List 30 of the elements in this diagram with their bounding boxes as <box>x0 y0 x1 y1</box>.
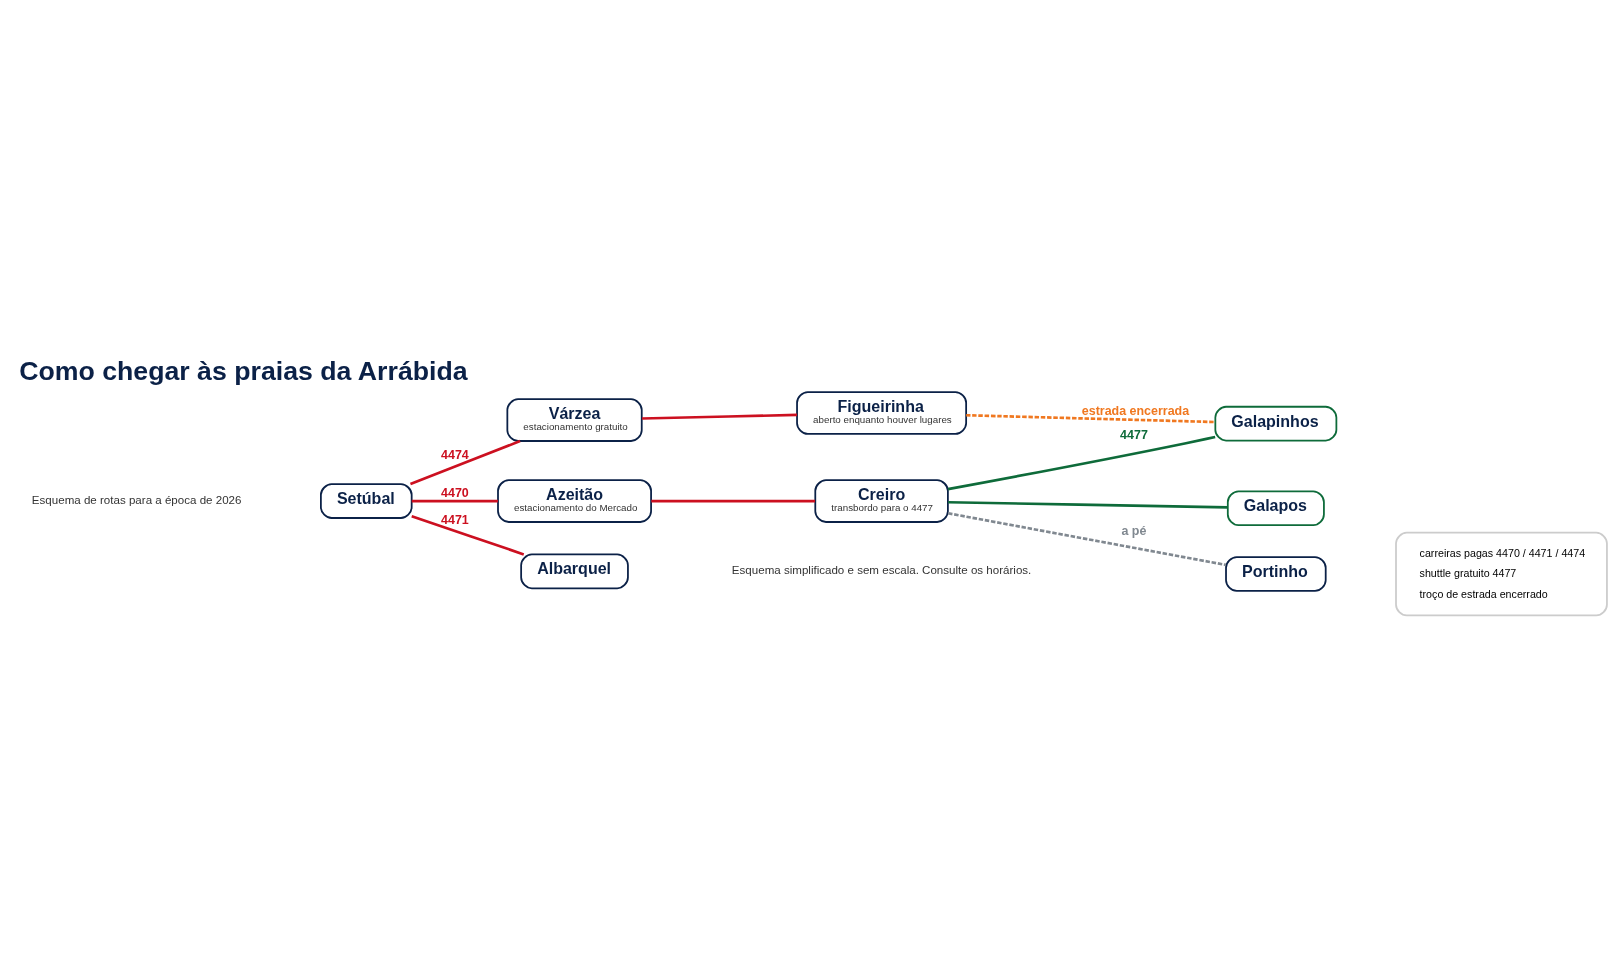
label: Esquema de rotas para a época de 2026 <box>31 494 242 507</box>
connector <box>651 499 816 503</box>
diagram-title: Como chegar às praias da Arrábida <box>19 355 468 386</box>
node-box: Galapinhos <box>1214 405 1338 442</box>
node-box: Figueirinha aberto enquanto houver lugares <box>796 391 968 435</box>
legend-label: carreiras pagas 4470 / 4471 / 4474 <box>1419 546 1586 559</box>
connector <box>642 413 798 420</box>
node-box: Galapos <box>1226 490 1325 526</box>
legend-label: troço de estrada encerrado <box>1419 587 1548 600</box>
connector <box>409 439 521 486</box>
connector <box>966 413 1216 424</box>
label: Esquema simplificado e sem escala. Consulte os horários. <box>731 564 1032 577</box>
connector <box>411 514 525 556</box>
edge-label: estrada encerrada <box>1081 403 1190 418</box>
node-box: Albarquel <box>520 553 629 590</box>
connector <box>947 435 1216 491</box>
node-box: Azeitão estacionamento do Mercado <box>497 479 652 523</box>
node-box: Portinho <box>1225 556 1327 592</box>
node-box: Setúbal <box>320 483 413 519</box>
edge-label: a pé <box>1121 524 1147 539</box>
edge-label: 4477 <box>1120 427 1148 442</box>
legend-label: shuttle gratuito 4477 <box>1419 567 1517 580</box>
edge-label: 4470 <box>441 485 469 500</box>
connector <box>948 500 1228 509</box>
connector <box>947 511 1227 567</box>
edge-label: 4471 <box>441 512 469 527</box>
edge-label: 4474 <box>441 447 469 462</box>
node-box: Creiro transbordo para o 4477 <box>814 479 949 523</box>
node-box: Várzea estacionamento gratuito <box>506 398 643 442</box>
connector <box>411 499 498 503</box>
